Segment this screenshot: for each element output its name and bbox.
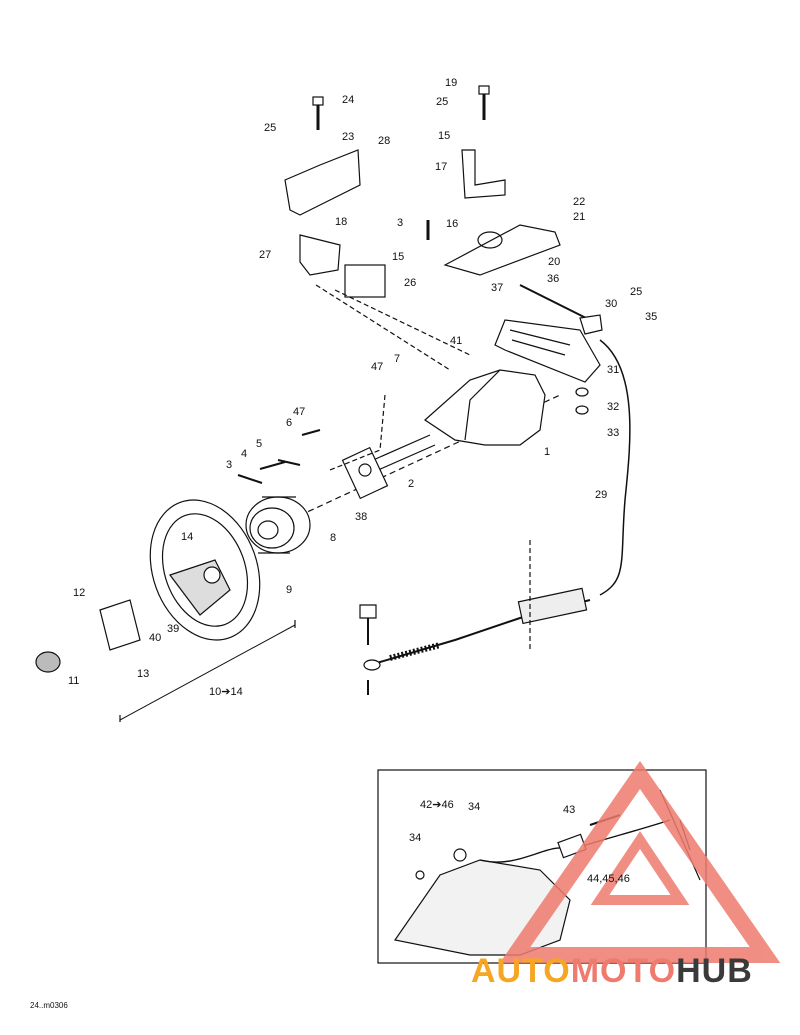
callout-3: 3 bbox=[226, 459, 233, 471]
shaft-flange bbox=[341, 446, 389, 500]
inset-callout-44-45-46: 44,45,46 bbox=[587, 873, 630, 885]
callout-40: 40 bbox=[149, 632, 162, 644]
callout-16: 16 bbox=[446, 218, 459, 230]
callout-6: 6 bbox=[286, 417, 293, 429]
callout-47: 47 bbox=[293, 406, 306, 418]
callout-7: 7 bbox=[394, 353, 401, 365]
inset-callout-42-46: 42➔46 bbox=[420, 799, 454, 811]
callout-25-sealant: 25 bbox=[630, 286, 643, 298]
watermark-part-auto: AUTO bbox=[471, 952, 571, 990]
callout-12: 12 bbox=[73, 587, 86, 599]
inset-callout-43: 43 bbox=[563, 804, 576, 816]
callout-25-sealant: 25 bbox=[436, 96, 449, 108]
watermark-part-moto: MOTO bbox=[570, 952, 677, 990]
callout-38: 38 bbox=[355, 511, 368, 523]
callout-26: 26 bbox=[404, 277, 417, 289]
cable-sleeve bbox=[517, 587, 588, 625]
callout-11: 11 bbox=[68, 675, 80, 687]
callout-36: 36 bbox=[547, 273, 560, 285]
callout-41: 41 bbox=[450, 335, 463, 347]
callout-15: 15 bbox=[438, 130, 451, 142]
logo-triangle-outer bbox=[499, 760, 781, 963]
callout-17: 17 bbox=[435, 161, 448, 173]
hub-disc bbox=[245, 496, 311, 554]
callout-18: 18 bbox=[335, 216, 348, 228]
block-26 bbox=[344, 264, 386, 298]
watermark-part-hub: HUB bbox=[676, 952, 753, 990]
pitman-arm-41 bbox=[494, 319, 601, 383]
logo-triangle-inner bbox=[590, 830, 690, 905]
hub-plate bbox=[99, 599, 141, 651]
plate-16 bbox=[443, 224, 561, 276]
callout-23: 23 bbox=[342, 131, 355, 143]
callout-29: 29 bbox=[595, 489, 608, 501]
callout-31: 31 bbox=[607, 364, 620, 376]
bracket-28 bbox=[284, 149, 361, 216]
callout-14: 14 bbox=[181, 531, 194, 543]
callout-1: 1 bbox=[544, 446, 551, 458]
callout-10-14: 10➔14 bbox=[209, 686, 243, 698]
callout-28: 28 bbox=[378, 135, 391, 147]
callout-9: 9 bbox=[286, 584, 293, 596]
callout-33: 33 bbox=[607, 427, 620, 439]
inset-callout-34: 34 bbox=[468, 801, 481, 813]
callout-24: 24 bbox=[342, 94, 355, 106]
horn-cap bbox=[35, 651, 61, 673]
callout-3: 3 bbox=[397, 217, 404, 229]
callout-19: 19 bbox=[445, 77, 458, 89]
callout-13: 13 bbox=[137, 668, 150, 680]
callout-37: 37 bbox=[491, 282, 504, 294]
watermark-logo bbox=[499, 760, 781, 963]
callout-5: 5 bbox=[256, 438, 263, 450]
callout-35: 35 bbox=[645, 311, 658, 323]
callout-27: 27 bbox=[259, 249, 272, 261]
bracket-27 bbox=[299, 234, 341, 276]
callout-21: 21 bbox=[573, 211, 586, 223]
bracket-17 bbox=[461, 149, 506, 199]
callout-15: 15 bbox=[392, 251, 405, 263]
callout-22: 22 bbox=[573, 196, 586, 208]
callout-30: 30 bbox=[605, 298, 618, 310]
callout-8: 8 bbox=[330, 532, 337, 544]
column-housing bbox=[424, 369, 546, 446]
callout-2: 2 bbox=[408, 478, 415, 490]
drawing-code: 24..m0306 bbox=[30, 1001, 68, 1010]
cable-29 bbox=[599, 339, 631, 596]
callout-47: 47 bbox=[371, 361, 384, 373]
inset-callout-34: 34 bbox=[409, 832, 422, 844]
callout-32: 32 bbox=[607, 401, 620, 413]
callout-4: 4 bbox=[241, 448, 248, 460]
callout-25-sealant: 25 bbox=[264, 122, 277, 134]
watermark-text: AUTOMOTOHUB bbox=[471, 952, 753, 991]
callout-20: 20 bbox=[548, 256, 561, 268]
callout-39: 39 bbox=[167, 623, 180, 635]
tie-rod-37 bbox=[519, 284, 591, 321]
